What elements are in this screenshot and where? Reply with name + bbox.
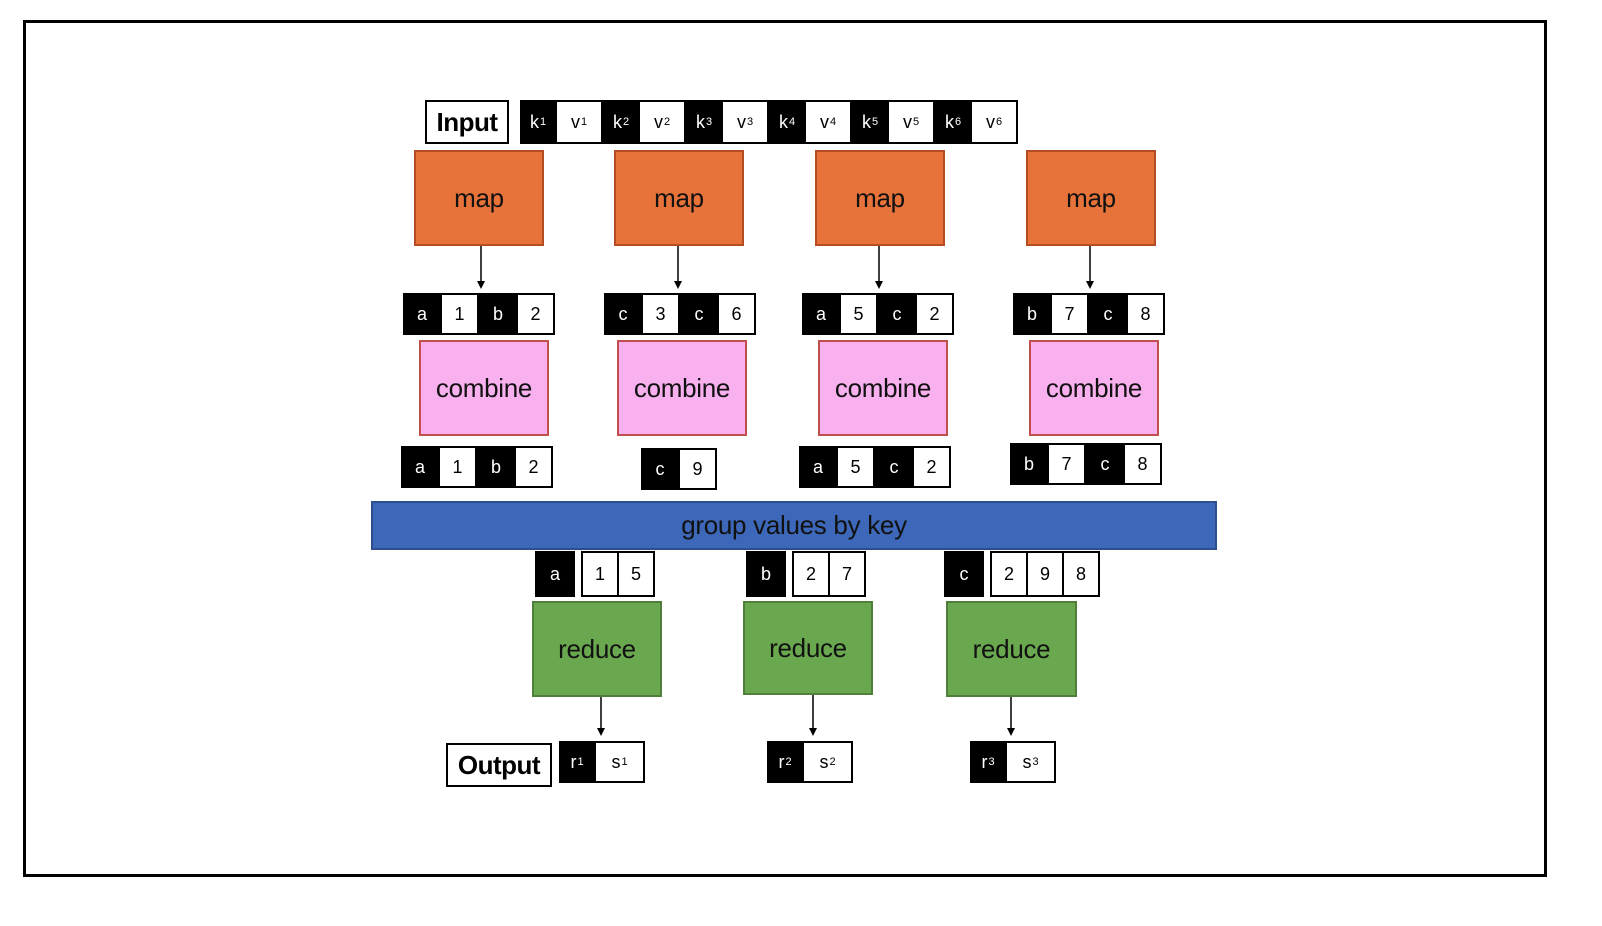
grouped-key-b: b <box>746 551 786 597</box>
combine-output-1-key-2: b <box>477 446 515 488</box>
map-output-3-value-1: 5 <box>840 293 878 335</box>
combine-output-4-key-2: c <box>1086 443 1124 485</box>
map-output-2-value-1: 3 <box>642 293 680 335</box>
combine-output-4-key-1: b <box>1010 443 1048 485</box>
map-output-4-value-2: 8 <box>1127 293 1165 335</box>
reduce-box-2: reduce <box>743 601 873 695</box>
combine-output-4-value-2: 8 <box>1124 443 1162 485</box>
grouped-a-value-1: 1 <box>581 551 619 597</box>
map-output-3-value-2: 2 <box>916 293 954 335</box>
grouped-key-c: c <box>944 551 984 597</box>
grouped-a-value-2: 5 <box>617 551 655 597</box>
diagram-frame <box>23 20 1547 877</box>
arrow-head <box>597 728 605 736</box>
combine-box-1: combine <box>419 340 549 436</box>
input-label: Input <box>425 100 509 144</box>
combine-output-3-value-1: 5 <box>837 446 875 488</box>
map-output-3-key-2: c <box>878 293 916 335</box>
grouped-c-value-3: 8 <box>1062 551 1100 597</box>
grouped-key-a: a <box>535 551 575 597</box>
arrow-head <box>1007 728 1015 736</box>
map-output-1-key-1: a <box>403 293 441 335</box>
combine-output-1-value-2: 2 <box>515 446 553 488</box>
reduce-box-3: reduce <box>946 601 1077 697</box>
map-output-4-key-2: c <box>1089 293 1127 335</box>
map-output-4-value-1: 7 <box>1051 293 1089 335</box>
map-output-2-key-2: c <box>680 293 718 335</box>
map-box-3: map <box>815 150 945 246</box>
arrow-head <box>1086 281 1094 289</box>
combine-output-2-key-1: c <box>641 448 679 490</box>
combine-output-3-key-2: c <box>875 446 913 488</box>
arrow-head <box>809 728 817 736</box>
map-output-3-key-1: a <box>802 293 840 335</box>
map-box-2: map <box>614 150 744 246</box>
arrow-head <box>674 281 682 289</box>
map-box-4: map <box>1026 150 1156 246</box>
map-output-4-key-1: b <box>1013 293 1051 335</box>
map-output-2-key-1: c <box>604 293 642 335</box>
combine-output-2-value-1: 9 <box>679 448 717 490</box>
combine-box-4: combine <box>1029 340 1159 436</box>
group-by-key-bar: group values by key <box>371 501 1217 550</box>
combine-output-3-key-1: a <box>799 446 837 488</box>
reduce-box-1: reduce <box>532 601 662 697</box>
map-box-1: map <box>414 150 544 246</box>
combine-box-2: combine <box>617 340 747 436</box>
arrow-head <box>875 281 883 289</box>
combine-box-3: combine <box>818 340 948 436</box>
map-output-2-value-2: 6 <box>718 293 756 335</box>
combine-output-1-value-1: 1 <box>439 446 477 488</box>
map-output-1-value-1: 1 <box>441 293 479 335</box>
output-label: Output <box>446 743 552 787</box>
arrow-head <box>477 281 485 289</box>
map-output-1-key-2: b <box>479 293 517 335</box>
combine-output-3-value-2: 2 <box>913 446 951 488</box>
map-output-1-value-2: 2 <box>517 293 555 335</box>
combine-output-4-value-1: 7 <box>1048 443 1086 485</box>
combine-output-1-key-1: a <box>401 446 439 488</box>
grouped-b-value-2: 7 <box>828 551 866 597</box>
